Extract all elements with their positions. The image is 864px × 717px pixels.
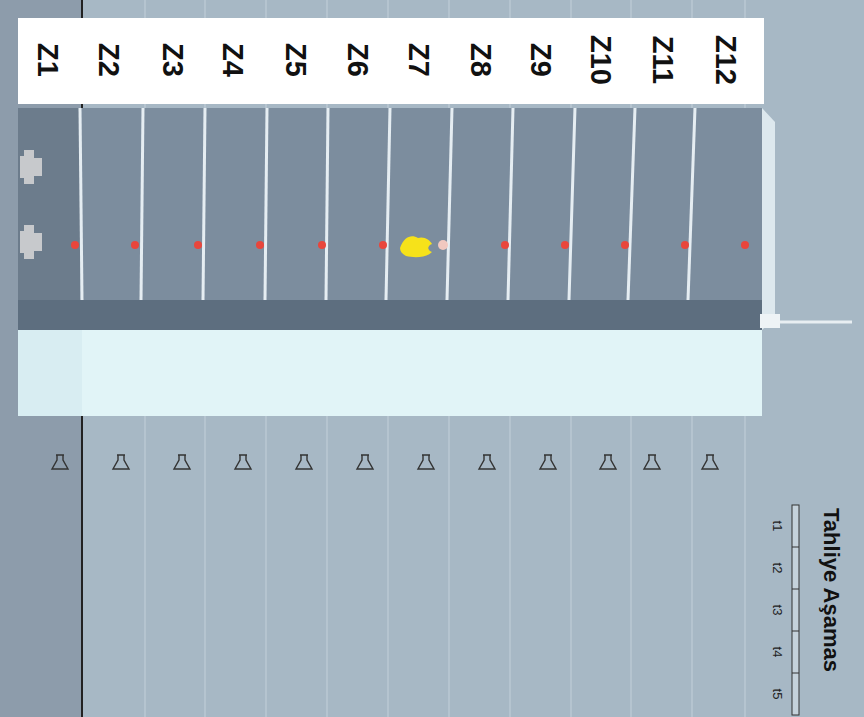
zone-label: Z6 bbox=[341, 43, 374, 77]
time-label: t4 bbox=[770, 647, 785, 658]
zone-label: Z2 bbox=[92, 43, 125, 77]
zone-label: Z11 bbox=[646, 36, 679, 84]
zone-label: Z12 bbox=[709, 35, 742, 85]
time-label: t3 bbox=[770, 605, 785, 616]
time-label: t2 bbox=[770, 563, 785, 574]
zone-label: Z5 bbox=[279, 43, 312, 77]
zone-label: Z8 bbox=[464, 43, 497, 77]
zone-label: Z7 bbox=[402, 43, 435, 77]
zone-label: Z3 bbox=[156, 43, 189, 77]
stage-title: Tahliye Aşamas bbox=[818, 508, 844, 672]
zone-label: Z4 bbox=[216, 43, 249, 77]
zone-label: Z9 bbox=[524, 43, 557, 77]
zone-label: Z1 bbox=[31, 43, 64, 77]
zone-label: Z10 bbox=[584, 35, 617, 85]
time-label: t5 bbox=[770, 689, 785, 700]
time-label: t1 bbox=[770, 521, 785, 532]
